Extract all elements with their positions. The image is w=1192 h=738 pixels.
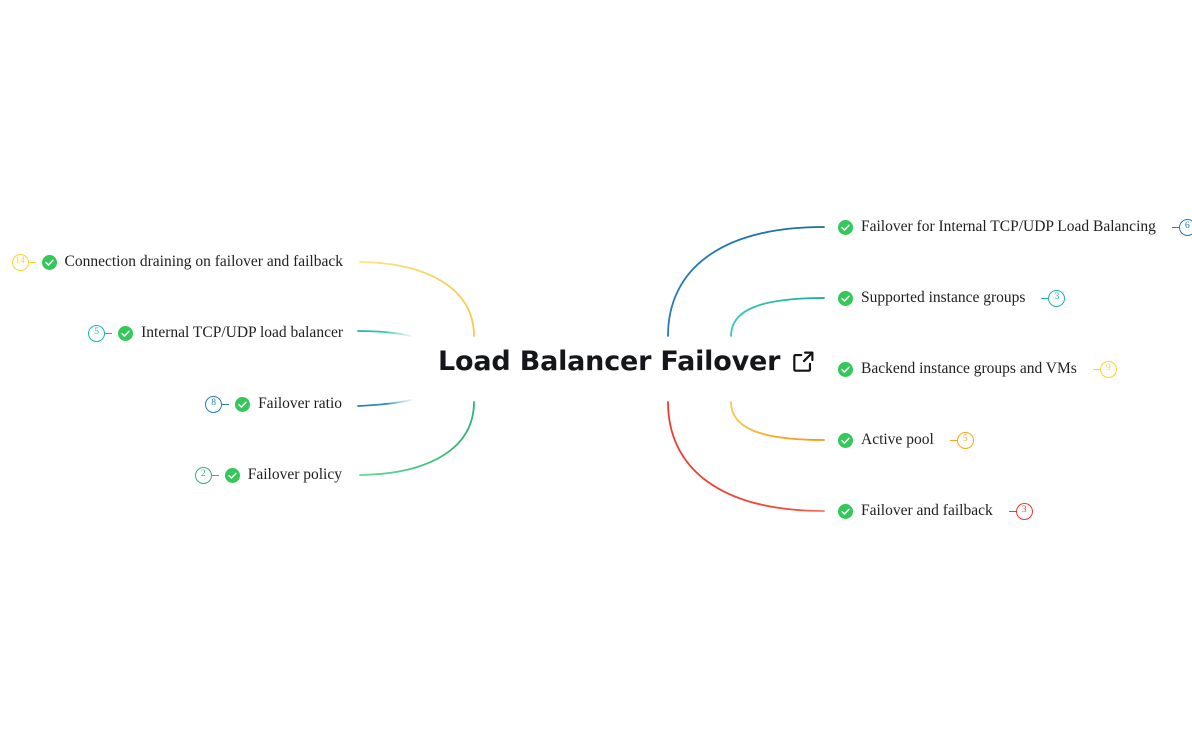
badge-dash (1092, 368, 1100, 370)
badge-dash (1171, 226, 1179, 228)
check-circle-icon (41, 254, 57, 270)
node-label: Failover ratio (258, 395, 342, 413)
check-circle-icon (838, 361, 853, 377)
badge-3-red: 3 (1008, 502, 1033, 520)
node-label: Active pool (861, 431, 934, 449)
badge-5-right: 5 (949, 431, 974, 449)
edge-left-failover-ratio (357, 399, 412, 407)
badge-count: 9 (1099, 360, 1117, 378)
badge-dash (222, 403, 230, 405)
badge-count: 2 (194, 466, 212, 484)
badge-dash (1041, 297, 1049, 299)
badge-2: 2 (194, 466, 219, 484)
node-internal-tcp-udp-load-balancer[interactable]: 5 Internal TCP/UDP load balancer (88, 322, 343, 344)
badge-count: 6 (1178, 218, 1192, 236)
badge-dash (28, 261, 36, 263)
badge-6: 6 (1171, 218, 1192, 236)
badge-14: 14 (11, 253, 36, 271)
node-backend-instance-groups-and-vms[interactable]: Backend instance groups and VMs 9 (838, 358, 1117, 380)
node-label: Failover and failback (861, 502, 993, 520)
badge-3-teal: 3 (1041, 289, 1066, 307)
node-label: Internal TCP/UDP load balancer (141, 324, 343, 342)
badge-8: 8 (205, 395, 230, 413)
edge-right-failover-failback (667, 401, 825, 512)
badge-dash (1008, 510, 1016, 512)
edge-left-internal-lb (357, 330, 412, 337)
edge-left-connection-draining (359, 261, 475, 337)
node-label: Supported instance groups (861, 289, 1026, 307)
badge-5-left: 5 (88, 324, 113, 342)
badge-count: 5 (956, 431, 974, 449)
node-failover-and-failback[interactable]: Failover and failback 3 (838, 500, 1033, 522)
external-link-icon[interactable] (791, 349, 816, 374)
badge-count: 8 (205, 395, 223, 413)
badge-count: 14 (11, 253, 29, 271)
node-failover-for-internal-tcp-udp-load-balancing[interactable]: Failover for Internal TCP/UDP Load Balan… (838, 216, 1192, 238)
node-label: Failover for Internal TCP/UDP Load Balan… (861, 218, 1156, 236)
node-label: Failover policy (247, 466, 342, 484)
check-circle-icon (838, 503, 853, 519)
node-label: Backend instance groups and VMs (861, 360, 1077, 378)
node-failover-ratio[interactable]: 8 Failover ratio (205, 393, 342, 415)
check-circle-icon (235, 396, 251, 412)
node-label: Connection draining on failover and fail… (64, 253, 343, 271)
edge-right-supported-instance-groups (730, 297, 825, 337)
center-node[interactable]: Load Balancer Failover (438, 348, 816, 375)
badge-dash (105, 332, 113, 334)
badge-9: 9 (1092, 360, 1117, 378)
edge-left-failover-policy (359, 401, 475, 476)
check-circle-icon (838, 290, 853, 306)
page-title: Load Balancer Failover (438, 346, 781, 377)
check-circle-icon (838, 432, 853, 448)
node-failover-policy[interactable]: 2 Failover policy (194, 464, 342, 486)
check-circle-icon (224, 467, 240, 483)
badge-dash (949, 439, 957, 441)
edge-right-active-pool (730, 401, 825, 441)
badge-dash (211, 474, 219, 476)
check-circle-icon (118, 325, 134, 341)
node-supported-instance-groups[interactable]: Supported instance groups 3 (838, 287, 1066, 309)
node-active-pool[interactable]: Active pool 5 (838, 429, 974, 451)
edge-right-failover-internal-lb (667, 226, 825, 337)
badge-count: 5 (88, 324, 106, 342)
check-circle-icon (838, 219, 853, 235)
badge-count: 3 (1048, 289, 1066, 307)
node-connection-draining[interactable]: 14 Connection draining on failover and f… (11, 251, 343, 273)
badge-count: 3 (1015, 502, 1033, 520)
